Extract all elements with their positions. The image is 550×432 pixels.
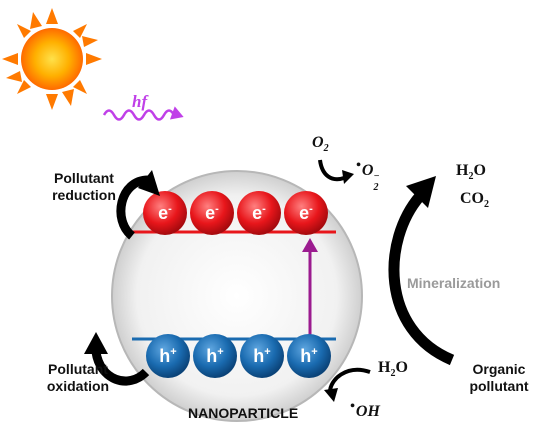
superoxide-sup: − [373, 171, 380, 182]
electron-sphere [143, 191, 187, 235]
water-top-sub: 2 [468, 171, 474, 182]
photon-wave-icon [102, 106, 184, 121]
mineralization-label: Mineralization [407, 275, 501, 291]
electron-sphere [284, 191, 328, 235]
electron-label: e- [299, 203, 313, 223]
co2-base: CO [460, 190, 484, 207]
hole-label: h+ [206, 346, 224, 366]
nanoparticle-label: NANOPARTICLE [188, 405, 299, 421]
organic-pollutant-line-1: Organic [472, 361, 526, 377]
electron-label: e- [158, 203, 172, 223]
hydroxyl-text: OH [355, 403, 380, 420]
co2-label: CO2 [460, 190, 489, 210]
oxygen-base: O [312, 134, 324, 151]
photon-label: hf [132, 92, 148, 111]
sun-icon [2, 8, 102, 110]
hole-row [146, 334, 331, 378]
hydroxyl-label: •OH [350, 399, 380, 420]
water-bottom-label: H2O [378, 359, 408, 379]
hole-sphere [193, 334, 237, 378]
reduction-curved-arrow [116, 170, 160, 240]
hole-sphere [240, 334, 284, 378]
hole-label: h+ [253, 346, 271, 366]
oxygen-label: O2 [312, 134, 329, 154]
hole-sphere [287, 334, 331, 378]
pollutant-reduction-label: Pollutant reduction [41, 170, 127, 204]
oxygen-sub: 2 [323, 143, 329, 154]
superoxide-base: O [361, 162, 374, 179]
pollutant-reduction-line-2: reduction [52, 187, 116, 203]
electron-row [143, 191, 328, 235]
co2-sub: 2 [484, 199, 489, 210]
superoxide-label: •O−2 [356, 158, 381, 193]
hole-label: h+ [159, 346, 177, 366]
mineralization-arrow [388, 176, 455, 366]
electron-sphere [190, 191, 234, 235]
water-bottom-sub: 2 [390, 368, 396, 379]
water-top-label: H2O [456, 162, 486, 182]
oxygen-curved-arrow [318, 159, 354, 184]
water-top-rest: O [473, 162, 486, 179]
excitation-arrow [302, 238, 318, 340]
water-bottom-base: H [378, 359, 391, 376]
pollutant-oxidation-label: Pollutant oxidation [35, 361, 121, 395]
electron-label: e- [205, 203, 219, 223]
superoxide-sub: 2 [373, 182, 379, 193]
hole-label: h+ [300, 346, 318, 366]
water-top-base: H [456, 162, 469, 179]
pollutant-reduction-line-1: Pollutant [54, 170, 114, 186]
water-bottom-rest: O [395, 359, 408, 376]
oxidation-curved-arrow [84, 332, 150, 386]
hole-sphere [146, 334, 190, 378]
organic-pollutant-line-2: pollutant [469, 378, 529, 394]
water-curved-arrow [324, 368, 371, 402]
electron-label: e- [252, 203, 266, 223]
electron-sphere [237, 191, 281, 235]
pollutant-oxidation-line-1: Pollutant [48, 361, 108, 377]
pollutant-oxidation-line-2: oxidation [46, 378, 110, 394]
organic-pollutant-label: Organic pollutant [459, 361, 539, 395]
